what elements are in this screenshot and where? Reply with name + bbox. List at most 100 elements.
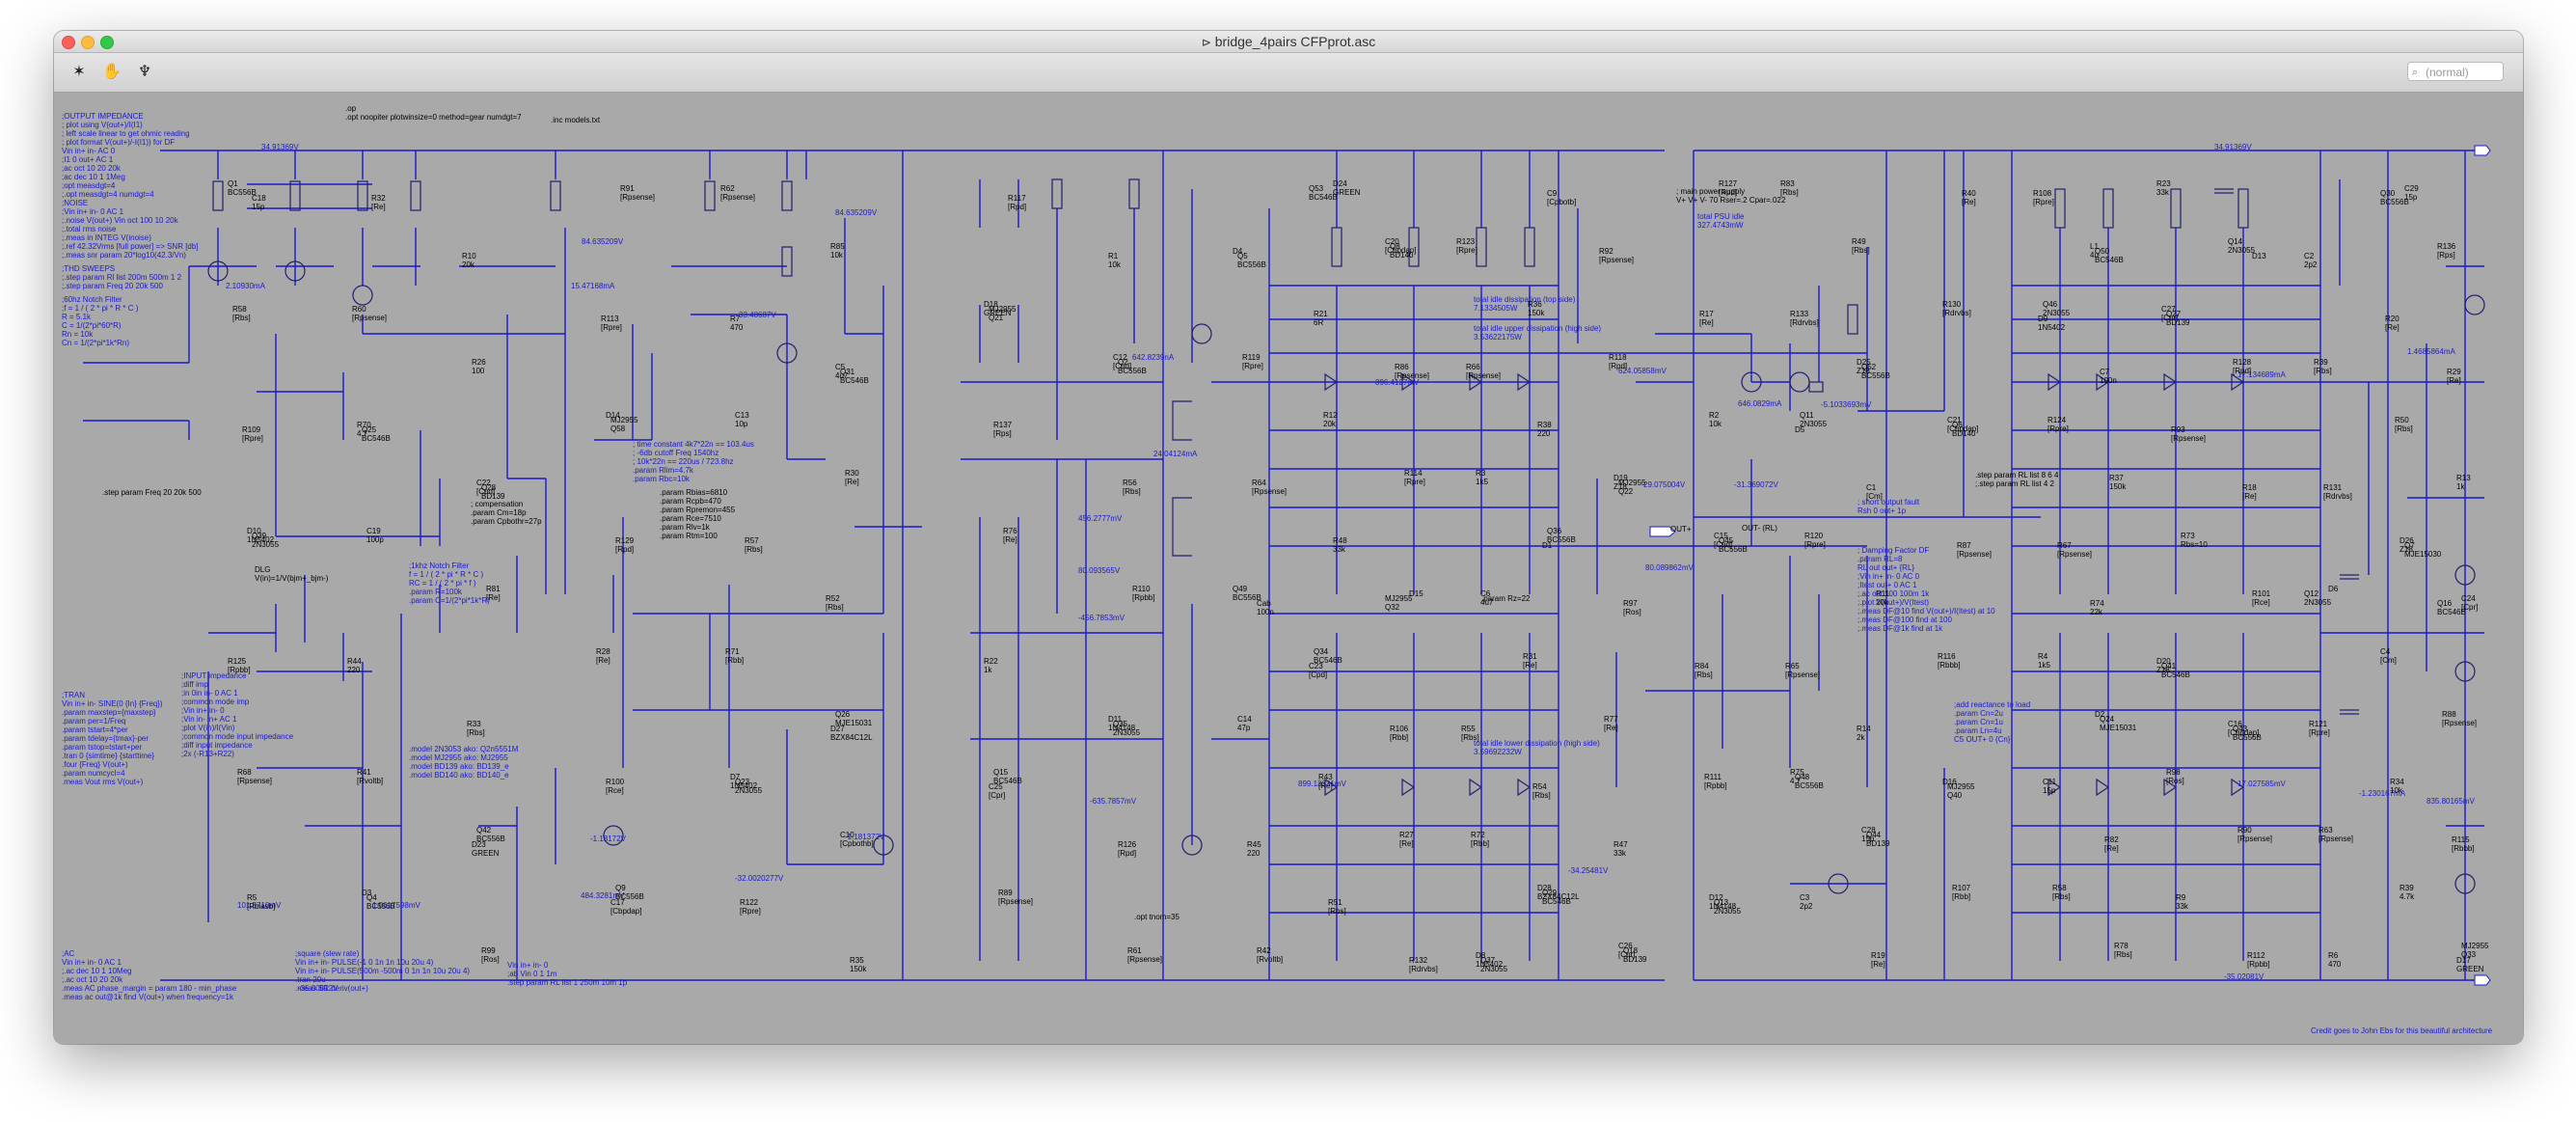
component-label[interactable]: R65 [Rpsense] xyxy=(1785,662,1821,679)
component-label[interactable]: C9 [Cpbotb] xyxy=(1547,189,1577,206)
component-label[interactable]: C15 [Cpd] xyxy=(1714,532,1733,549)
component-label[interactable]: Q13 2N3055 xyxy=(1714,898,1742,916)
component-label[interactable]: MJ2955 Q21 xyxy=(989,305,1017,322)
component-label[interactable]: R61 [Rpsense] xyxy=(1127,946,1163,964)
component-label[interactable]: R88 [Rpsense] xyxy=(2442,710,2478,727)
component-label[interactable]: D6 xyxy=(2328,585,2339,593)
component-label[interactable]: C11 15p xyxy=(2043,778,2057,795)
component-label[interactable]: MJ2955 Q22 xyxy=(1618,479,1646,496)
component-label[interactable]: D2 xyxy=(2095,710,2105,719)
schematic-canvas[interactable]: .op .opt noopiter plotwinsize=0 method=g… xyxy=(54,93,2523,1044)
component-label[interactable]: R137 [Rps] xyxy=(993,421,1013,438)
component-label[interactable]: R60 [Rpsense] xyxy=(352,305,388,322)
component-label[interactable]: Q44 BD139 xyxy=(1866,831,1890,848)
component-label[interactable]: D7 1N5402 xyxy=(730,773,758,790)
component-label[interactable]: R47 33k xyxy=(1613,840,1628,858)
component-label[interactable]: R106 [Rbb] xyxy=(1390,725,1409,742)
component-label[interactable]: Q48 BC556B xyxy=(1795,773,1824,790)
component-label[interactable]: Q37 2N3055 xyxy=(1480,956,1508,973)
component-label[interactable]: Q50 BC546B xyxy=(2095,247,2124,264)
component-label[interactable]: Q29 BC546B xyxy=(1542,889,1571,906)
minimize-window-button[interactable] xyxy=(81,36,95,49)
component-label[interactable]: C14 47p xyxy=(1237,715,1252,732)
component-label[interactable]: R9 33k xyxy=(2176,893,2188,911)
component-label[interactable]: C3 2p2 xyxy=(1800,893,1813,911)
component-label[interactable]: D26 Z18 xyxy=(2400,536,2414,554)
component-label[interactable]: R99 [Ros] xyxy=(481,946,500,964)
component-label[interactable]: C1 [Cm] xyxy=(1866,483,1883,501)
component-label[interactable]: R58 [Rbs] xyxy=(2052,884,2071,901)
zoom-window-button[interactable] xyxy=(100,36,114,49)
component-label[interactable]: R36 150k xyxy=(1528,300,1545,317)
component-label[interactable]: R84 [Rbs] xyxy=(1695,662,1713,679)
component-label[interactable]: D28 BZX84C12L xyxy=(1537,884,1580,901)
component-label[interactable]: Q26 MJE15031 xyxy=(835,710,873,727)
component-label[interactable]: D10 1N5402 xyxy=(247,527,275,544)
component-label[interactable]: R45 220 xyxy=(1247,840,1261,858)
component-label[interactable]: R110 [Rpbb] xyxy=(1132,585,1155,602)
component-label[interactable]: C26 [Cpr] xyxy=(1618,942,1636,959)
component-label[interactable]: Q24 MJE15031 xyxy=(2100,715,2137,732)
component-label[interactable]: Q8 BD140 xyxy=(1390,242,1414,260)
search-input[interactable]: ⌕(normal) xyxy=(2407,62,2504,81)
component-label[interactable]: R123 [Rpre] xyxy=(1456,237,1478,255)
component-label[interactable]: R124 [Rpre] xyxy=(2047,416,2069,433)
component-label[interactable]: Q49 BC556B xyxy=(1233,585,1261,602)
component-label[interactable]: R131 [Rdrvbs] xyxy=(2323,483,2352,501)
component-label[interactable]: R2 10k xyxy=(1709,411,1722,428)
component-label[interactable]: D15 xyxy=(1409,589,1424,598)
component-label[interactable]: D17 GREEN xyxy=(2456,956,2484,973)
component-label[interactable]: R76 [Re] xyxy=(1003,527,1017,544)
component-label[interactable]: R43 [Re] xyxy=(1318,773,1333,790)
component-label[interactable]: C6 4u7 xyxy=(1480,589,1494,607)
component-label[interactable]: C12 [Cpd] xyxy=(1113,353,1132,370)
component-label[interactable]: R49 [Rbs] xyxy=(1852,237,1870,255)
component-label[interactable]: D8 1N5402 xyxy=(1476,951,1504,969)
component-label[interactable]: Q28 BD139 xyxy=(481,483,505,501)
component-label[interactable]: R109 [Rpre] xyxy=(242,425,263,443)
component-label[interactable]: D13 xyxy=(2252,252,2266,260)
component-label[interactable]: R1 10k xyxy=(1108,252,1121,269)
component-label[interactable]: C19 100p xyxy=(366,527,384,544)
component-label[interactable]: R31 [Re] xyxy=(1523,652,1537,670)
component-label[interactable]: R83 [Rbs] xyxy=(1780,179,1799,197)
component-label[interactable]: R71 [Rbb] xyxy=(725,647,745,665)
component-label[interactable]: R73 Rbs=10 xyxy=(2181,532,2208,549)
component-label[interactable]: C28 15p xyxy=(1861,826,1876,843)
component-label[interactable]: R66 [Rpsense] xyxy=(1466,363,1502,380)
component-label[interactable]: R112 [Rpbb] xyxy=(2247,951,2270,969)
component-label[interactable]: D14 xyxy=(606,411,620,420)
component-label[interactable]: Q2 BC556B xyxy=(1118,358,1147,375)
component-label[interactable]: R64 [Rpsense] xyxy=(1252,479,1288,496)
component-label[interactable]: Q12 2N3055 xyxy=(2304,589,2332,607)
component-label[interactable]: Q35 2N3055 xyxy=(1113,720,1141,737)
component-label[interactable]: R120 [Rpre] xyxy=(1804,532,1826,549)
component-label[interactable]: R7 470 xyxy=(730,315,744,332)
component-label[interactable]: D1 xyxy=(1542,541,1553,550)
component-label[interactable]: D4 xyxy=(1233,247,1243,256)
component-label[interactable]: Q18 BD139 xyxy=(1623,946,1647,964)
component-label[interactable]: R19 [Re] xyxy=(1871,951,1885,969)
component-label[interactable]: D24 GREEN xyxy=(1333,179,1361,197)
component-label[interactable]: C13 10p xyxy=(735,411,749,428)
component-label[interactable]: Q7 MJE15030 xyxy=(2404,541,2442,559)
component-label[interactable]: Q53 BC546B xyxy=(1309,184,1338,202)
component-label[interactable]: R32 [Re] xyxy=(371,194,386,211)
component-label[interactable]: R26 100 xyxy=(472,358,486,375)
component-label[interactable]: R85 10k xyxy=(830,242,845,260)
component-label[interactable]: R122 [Rpre] xyxy=(740,898,761,916)
component-label[interactable]: C25 [Cpr] xyxy=(989,782,1006,800)
component-label[interactable]: R48 33k xyxy=(1333,536,1347,554)
component-label[interactable]: D9 1N5402 xyxy=(2038,315,2066,332)
component-label[interactable]: R108 [Rpre] xyxy=(2033,189,2054,206)
component-label[interactable]: D16 xyxy=(1942,778,1957,786)
component-label[interactable]: Q11 2N3055 xyxy=(1800,411,1828,428)
component-label[interactable]: R5 [Rbiasb] xyxy=(247,893,276,911)
component-label[interactable]: R4 1k5 xyxy=(2038,652,2050,670)
component-label[interactable]: C23 [Cpd] xyxy=(1309,662,1328,679)
component-label[interactable]: R30 [Re] xyxy=(845,469,859,486)
component-label[interactable]: D18 GREEN xyxy=(984,300,1012,317)
component-label[interactable]: R11 20k xyxy=(1876,589,1890,607)
component-label[interactable]: R127 [Rpd] xyxy=(1719,179,1738,197)
component-label[interactable]: C22 [Cpd] xyxy=(476,479,496,496)
